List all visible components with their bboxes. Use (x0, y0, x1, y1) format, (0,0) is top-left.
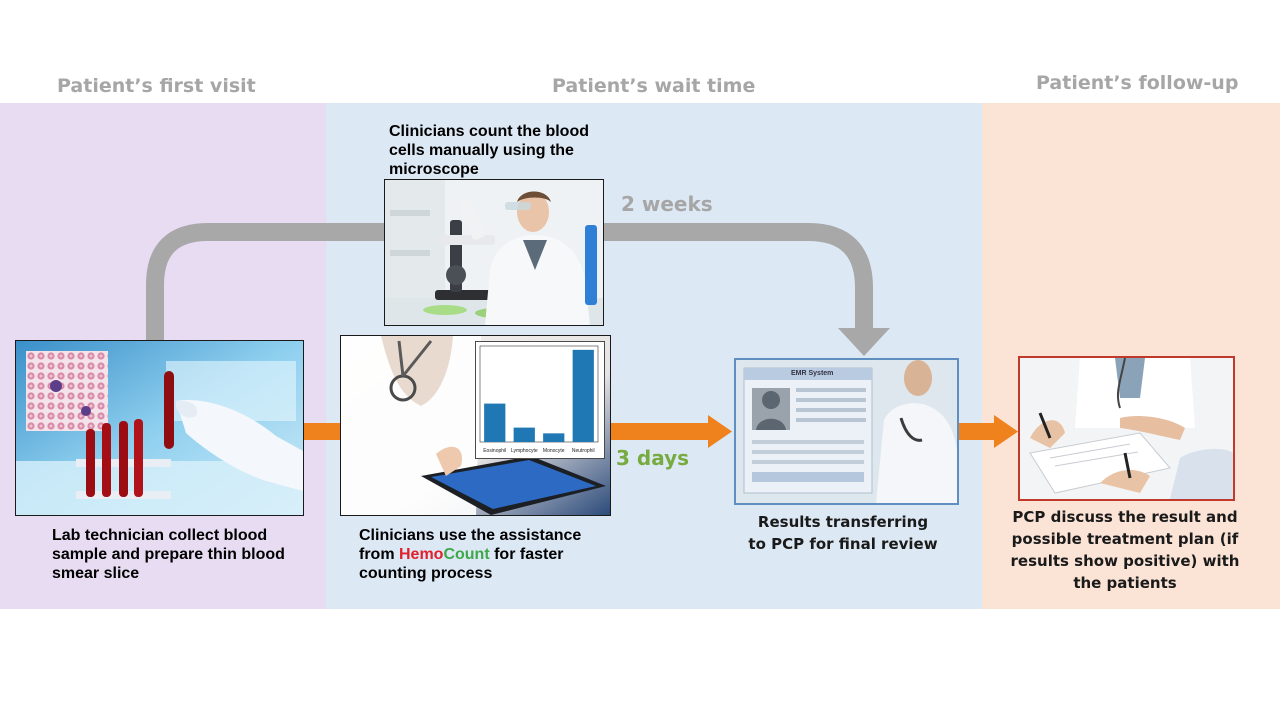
phase-title-wait-time: Patient’s wait time (552, 75, 756, 97)
tick-label-neutrophil: Neutrophil (572, 448, 595, 454)
bar-monocyte (543, 433, 565, 442)
caption-manual-count: Clinicians count the blood cells manuall… (389, 123, 589, 178)
tick-label-monocyte: Monocyte (543, 448, 565, 454)
chart-axes-frame (479, 345, 599, 443)
tick-label-lymphocyte: Lymphocyte (511, 448, 538, 454)
counts-bar-chart: Eosinophil Lymphocyte Monocyte Neutrophil (475, 341, 605, 459)
brand-hemo: Hemo (399, 546, 444, 563)
brand-count: Count (443, 546, 490, 563)
arrow-collect-to-assisted (300, 423, 344, 440)
emr-title: EMR System (791, 370, 834, 377)
duration-three-days: 3 days (616, 446, 690, 470)
phase-title-first-visit: Patient’s first visit (57, 75, 256, 97)
bar-eosinophil (484, 403, 506, 442)
lab-technician-photo (15, 340, 304, 516)
arrow-assisted-to-transfer (610, 415, 732, 448)
caption-collect-sample: Lab technician collect blood sample and … (52, 527, 285, 582)
arrow-transfer-to-discuss (958, 415, 1018, 448)
bar-neutrophil (572, 349, 594, 442)
caption-assisted-suffix: for faster counting process (359, 546, 564, 582)
caption-assisted-prefix: Clinicians use the assistance from (359, 527, 582, 563)
caption-pcp-discuss: PCP discuss the result and possible trea… (1010, 508, 1240, 592)
caption-results-transfer: Results transferring to PCP for final re… (748, 513, 938, 553)
microscope-photo (384, 179, 604, 326)
duration-two-weeks: 2 weeks (621, 192, 713, 216)
tick-label-eosinophil: Eosinophil (483, 448, 506, 454)
phase-title-follow-up: Patient’s follow-up (1036, 72, 1239, 94)
bar-lymphocyte (513, 427, 535, 442)
pcp-discussion-photo (1018, 356, 1235, 501)
caption-assisted-count: Clinicians use the assistance from HemoC… (359, 526, 599, 583)
emr-system-photo: EMR System (734, 358, 959, 505)
